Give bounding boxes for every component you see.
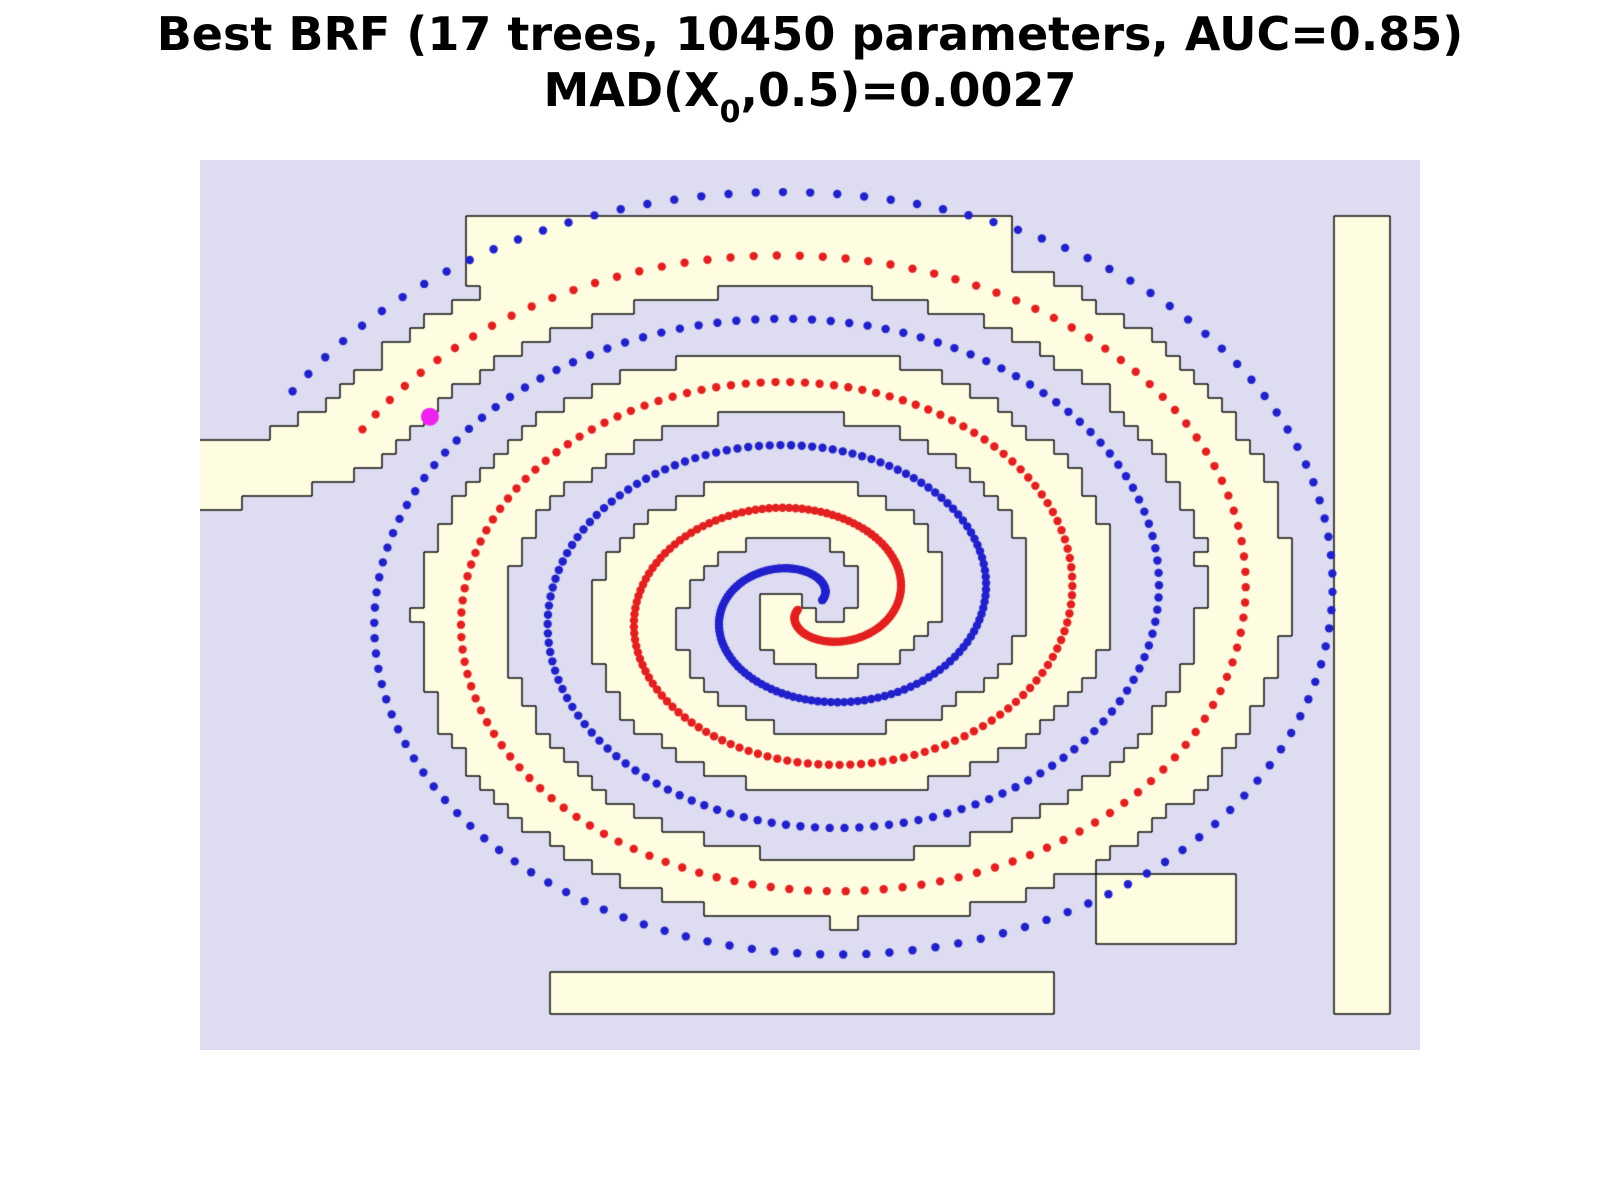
figure-titles: Best BRF (17 trees, 10450 parameters, AU… [0,6,1600,129]
subtitle-subscript: 0 [719,94,741,130]
chart-subtitle: MAD(X0,0.5)=0.0027 [0,62,1600,129]
subtitle-suffix: ,0.5)=0.0027 [740,62,1077,117]
subtitle-prefix: MAD(X [543,62,720,117]
decision-boundary-plot [200,160,1420,1050]
chart-title: Best BRF (17 trees, 10450 parameters, AU… [156,7,1464,61]
